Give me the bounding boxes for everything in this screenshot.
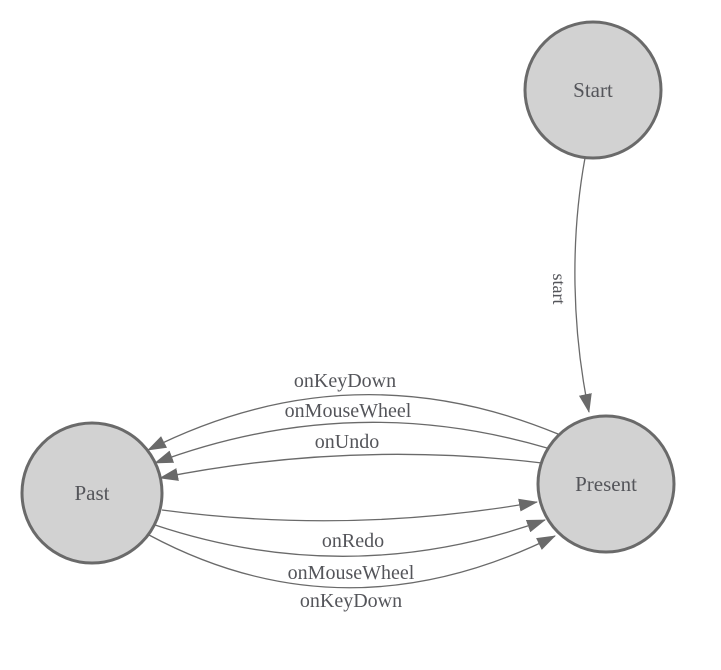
edge-label-onmousewheel-bottom: onMouseWheel: [288, 562, 415, 584]
edge-label-onkeydown-top: onKeyDown: [294, 370, 396, 392]
edge-past-to-present-onredo: [161, 498, 538, 522]
edge-label-onkeydown-bottom: onKeyDown: [300, 590, 402, 612]
edge-label-onundo: onUndo: [315, 431, 379, 453]
state-node-present: [536, 414, 676, 554]
state-node-start: [523, 20, 663, 160]
edge-start-to-present: [574, 157, 592, 413]
edge-present-to-past-onkeydown: [147, 394, 559, 451]
edge-label-onmousewheel-top: onMouseWheel: [285, 400, 412, 422]
edge-present-to-past-onmousewheel: [154, 421, 548, 464]
edge-label-start: start: [549, 274, 569, 305]
state-node-present-label: Present: [575, 472, 637, 496]
state-node-start-label: Start: [573, 78, 613, 102]
state-node-past-label: Past: [74, 481, 109, 505]
state-node-past: [20, 421, 164, 565]
edge-present-to-past-onundo: [159, 453, 543, 481]
edge-past-to-present-onmousewheel: [154, 519, 546, 557]
edge-past-to-present-onkeydown: [148, 534, 556, 589]
edge-label-onredo: onRedo: [322, 530, 384, 552]
